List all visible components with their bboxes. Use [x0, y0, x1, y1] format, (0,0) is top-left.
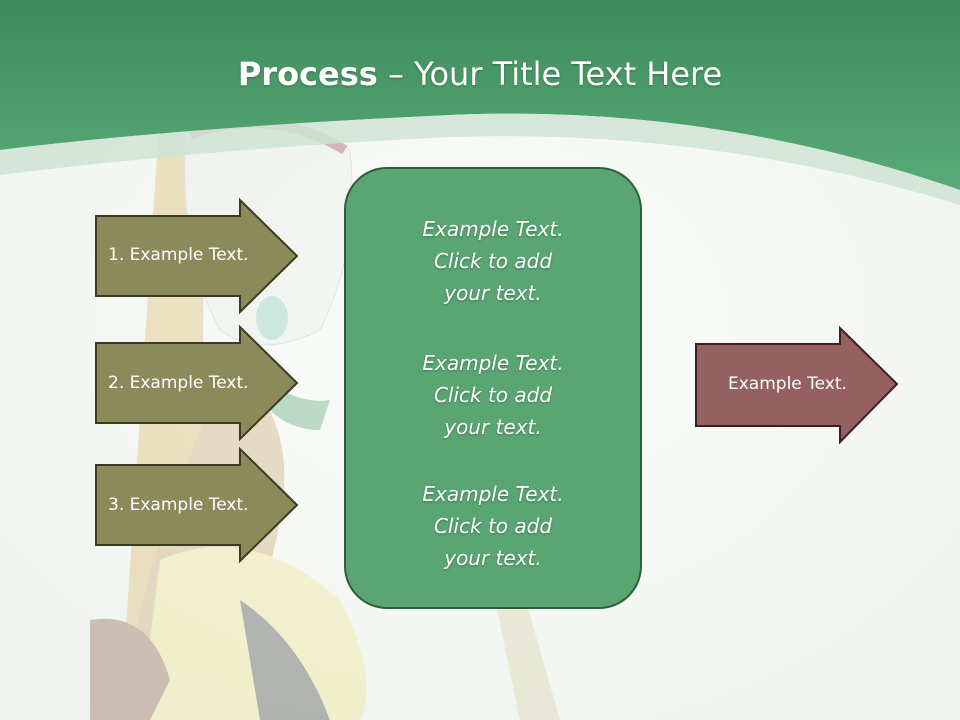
center-text-block-2: Example Text. Click to add your text. — [345, 347, 641, 443]
center-text-line: Click to add — [433, 249, 553, 273]
center-text-line: Click to add — [433, 383, 553, 407]
step-arrow-3[interactable] — [95, 446, 299, 564]
step-arrow-1[interactable] — [95, 197, 299, 315]
slide-title-bold: Process — [237, 55, 378, 93]
center-text-block-1: Example Text. Click to add your text. — [345, 213, 641, 309]
step-label-3: 3. Example Text. — [108, 495, 249, 515]
center-text-line: Example Text. — [422, 351, 564, 375]
step-label-2: 2. Example Text. — [108, 373, 249, 393]
center-text-line: Click to add — [433, 514, 553, 538]
output-label: Example Text. — [728, 374, 847, 394]
center-text-line: your text. — [444, 546, 542, 570]
center-text-line: Example Text. — [422, 482, 564, 506]
slide-title: Process – Your Title Text Here — [0, 52, 960, 96]
center-text-block-3: Example Text. Click to add your text. — [345, 478, 641, 574]
center-text-line: your text. — [444, 415, 542, 439]
step-label-1: 1. Example Text. — [108, 245, 249, 265]
center-text-line: Example Text. — [422, 217, 564, 241]
center-text-line: your text. — [444, 281, 542, 305]
output-arrow[interactable] — [695, 325, 899, 445]
step-arrow-2[interactable] — [95, 324, 299, 442]
slide-title-rest: – Your Title Text Here — [377, 55, 723, 93]
center-box[interactable] — [344, 167, 642, 609]
